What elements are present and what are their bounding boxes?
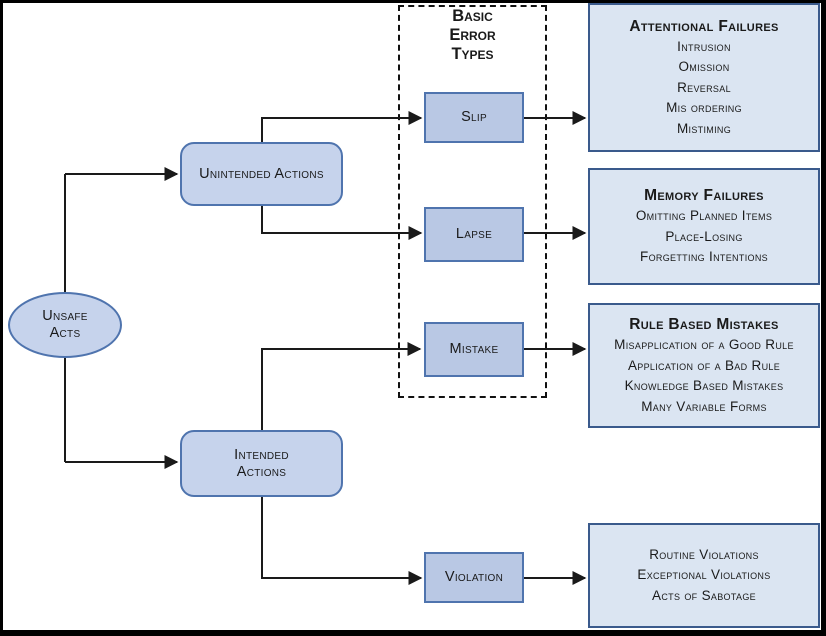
text-line: Acts of Sabotage xyxy=(652,587,756,603)
text-line: Place-Losing xyxy=(665,228,743,244)
panel-rule-based-mistakes-title: Rule Based Mistakes xyxy=(629,316,779,333)
node-mistake: Mistake xyxy=(424,322,524,377)
text-line: Application of a Bad Rule xyxy=(627,357,781,373)
node-unsafe-acts-label: Unsafe Acts xyxy=(42,308,88,341)
node-mistake-label: Mistake xyxy=(449,341,499,357)
node-unintended-actions: Unintended Actions xyxy=(180,142,343,206)
text-line: Misapplication of a Good Rule xyxy=(614,337,794,352)
text-line: Intrusion xyxy=(677,38,731,54)
node-violation: Violation xyxy=(424,552,524,603)
node-lapse-label: Lapse xyxy=(455,226,493,242)
text-line: Knowledge Based Mistakes xyxy=(624,378,784,393)
text-line: Forgetting Intentions xyxy=(640,249,768,265)
text-line: Omission xyxy=(678,59,730,75)
text-line: Omitting Planned Items xyxy=(635,208,773,224)
panel-attentional-failures-title: Attentional Failures xyxy=(629,17,779,35)
panel-memory-failures-title: Memory Failures xyxy=(644,187,764,205)
node-intended-actions: Intended Actions xyxy=(180,430,343,497)
basic-error-types-title: Basic Error Types xyxy=(398,7,547,64)
panel-rule-based-mistakes: Rule Based Mistakes Misapplication of a … xyxy=(588,303,820,428)
text-line: Exceptional Violations xyxy=(637,567,771,583)
node-slip-label: Slip xyxy=(461,109,487,125)
node-lapse: Lapse xyxy=(424,207,524,262)
node-violation-label: Violation xyxy=(444,569,504,585)
node-unsafe-acts: Unsafe Acts xyxy=(8,292,122,358)
text-line: Routine Violations xyxy=(649,546,759,562)
node-intended-actions-label: Intended Actions xyxy=(234,446,289,480)
text-line: Mis ordering xyxy=(666,100,742,116)
node-unintended-actions-label: Unintended Actions xyxy=(199,165,324,182)
text-line: Mistiming xyxy=(676,120,732,136)
node-slip: Slip xyxy=(424,92,524,143)
text-line: Many Variable Forms xyxy=(641,398,767,414)
basic-error-types-group-outline xyxy=(398,5,547,398)
basic-error-types-title-text: Basic Error Types xyxy=(449,7,496,63)
text-line: Reversal xyxy=(677,79,731,95)
